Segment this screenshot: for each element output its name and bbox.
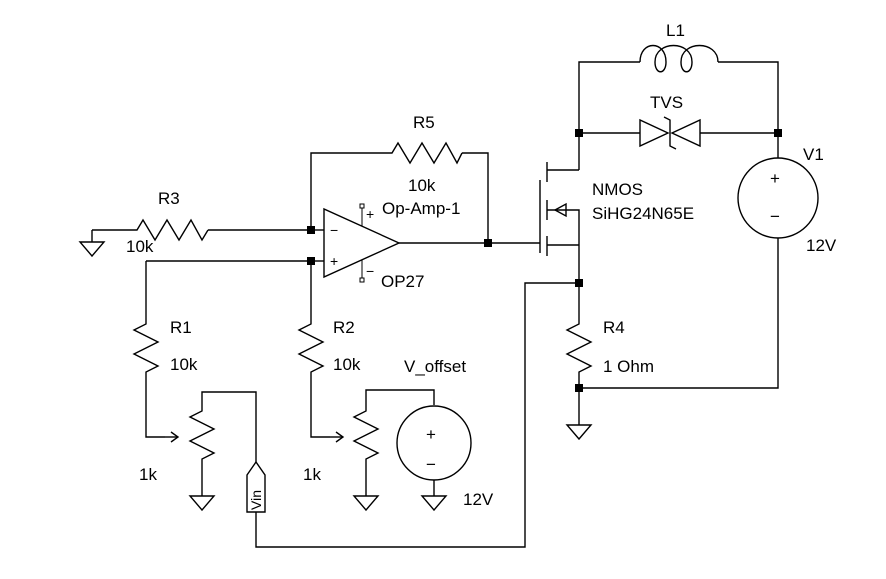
opamp-in-plus: + <box>330 253 338 269</box>
body-arrow-icon <box>553 202 567 218</box>
port-icon <box>246 460 266 513</box>
voffset-ref: V_offset <box>404 357 466 376</box>
tvs-diode: TVS <box>639 93 701 150</box>
r2-ref: R2 <box>333 318 355 337</box>
wire-pot2-to-voffset <box>365 389 435 405</box>
wire-r1-to-wiper <box>145 378 165 438</box>
wire-feedback-left <box>310 152 385 230</box>
r1-value: 10k <box>170 355 198 374</box>
potentiometer-icon <box>188 405 216 469</box>
wire-l1-left <box>578 61 640 133</box>
pot-offset-value: 1k <box>303 465 321 484</box>
inductor-icon <box>639 45 719 73</box>
wire-feedback-right <box>462 152 489 243</box>
vin-label: Vin <box>248 490 264 510</box>
wire-pot1-to-vin <box>201 391 257 462</box>
opamp-supply-minus: − <box>366 263 374 279</box>
ground-icon <box>188 495 216 512</box>
resistor-icon <box>565 318 593 378</box>
opamp-in-minus: − <box>330 222 338 238</box>
nmos-ref: NMOS <box>592 180 643 199</box>
v1-minus-symbol: − <box>770 207 780 226</box>
junction-inverting <box>307 226 315 234</box>
body-lead <box>547 209 580 253</box>
junctions <box>307 129 782 392</box>
opamp-model: OP27 <box>381 272 424 291</box>
wire-noninv-bus <box>146 260 312 318</box>
junction-v1-top <box>774 129 782 137</box>
ground-symbols <box>78 241 593 512</box>
tvs-bar-icon <box>663 116 677 150</box>
ground-icon <box>78 241 106 258</box>
ground-icon <box>565 424 593 441</box>
tvs-right-triangle <box>670 118 701 148</box>
v1-value: 12V <box>806 236 837 255</box>
r3-ref: R3 <box>158 189 180 208</box>
wire-vin-return <box>255 282 579 548</box>
resistor-icon <box>132 318 160 378</box>
wire-r2-to-wiper <box>310 378 330 438</box>
voffset-minus-symbol: − <box>426 455 436 474</box>
potentiometer-offset: 1k <box>303 405 380 484</box>
opamp-supply-plus: + <box>366 206 374 222</box>
wire-v1-return <box>579 238 779 389</box>
resistor-r4: R4 1 Ohm <box>565 318 654 378</box>
junction-r4-bottom <box>575 384 583 392</box>
supply-pin-minus-terminal <box>359 277 365 283</box>
wires <box>91 61 779 548</box>
r5-ref: R5 <box>413 113 435 132</box>
nmos-model: SiHG24N65E <box>592 204 694 223</box>
v1-plus-symbol: + <box>770 169 780 188</box>
ground-icon <box>352 495 380 512</box>
resistor-r1: R1 10k <box>132 318 198 378</box>
voltage-source-icon <box>396 405 472 481</box>
voffset-plus-symbol: + <box>426 425 436 444</box>
pot-vin-value: 1k <box>139 465 157 484</box>
nmos-transistor: NMOS SiHG24N65E <box>539 162 694 256</box>
voffset-value: 12V <box>463 490 494 509</box>
tvs-ref: TVS <box>650 93 683 112</box>
resistor-icon <box>130 218 209 242</box>
wire-l1-right <box>718 61 779 133</box>
wiper-arrow-icon <box>335 431 345 443</box>
resistor-r2: R2 10k <box>297 318 361 378</box>
resistor-r5: R5 10k <box>385 113 463 195</box>
junction-source <box>575 279 583 287</box>
opamp-ref: Op-Amp-1 <box>382 199 460 218</box>
resistor-icon <box>297 318 325 378</box>
r3-value: 10k <box>126 237 154 256</box>
resistor-r3: R3 10k <box>126 189 209 256</box>
r1-ref: R1 <box>170 318 192 337</box>
supply-pin-plus-terminal <box>359 203 365 209</box>
tvs-left-triangle <box>639 118 670 148</box>
voltage-source-v1: + − V1 12V <box>737 145 837 255</box>
inductor-l1: L1 <box>639 21 719 73</box>
r2-value: 10k <box>333 355 361 374</box>
r5-value: 10k <box>408 176 436 195</box>
voltage-source-offset: + − V_offset 12V <box>396 357 494 509</box>
junction-drain <box>575 129 583 137</box>
junction-noninverting <box>307 257 315 265</box>
v1-ref: V1 <box>803 145 824 164</box>
resistor-icon <box>385 141 463 165</box>
potentiometer-vin: 1k <box>139 405 216 484</box>
op-amp: − + + − Op-Amp-1 OP27 <box>323 199 460 291</box>
wiper-arrow-icon <box>170 431 180 443</box>
r4-value: 1 Ohm <box>603 357 654 376</box>
ground-icon <box>420 495 448 512</box>
vin-port: Vin <box>246 460 266 513</box>
r4-ref: R4 <box>603 318 625 337</box>
junction-output <box>484 239 492 247</box>
voltage-source-icon <box>737 157 819 239</box>
l1-ref: L1 <box>666 21 685 40</box>
potentiometer-icon <box>352 405 380 469</box>
